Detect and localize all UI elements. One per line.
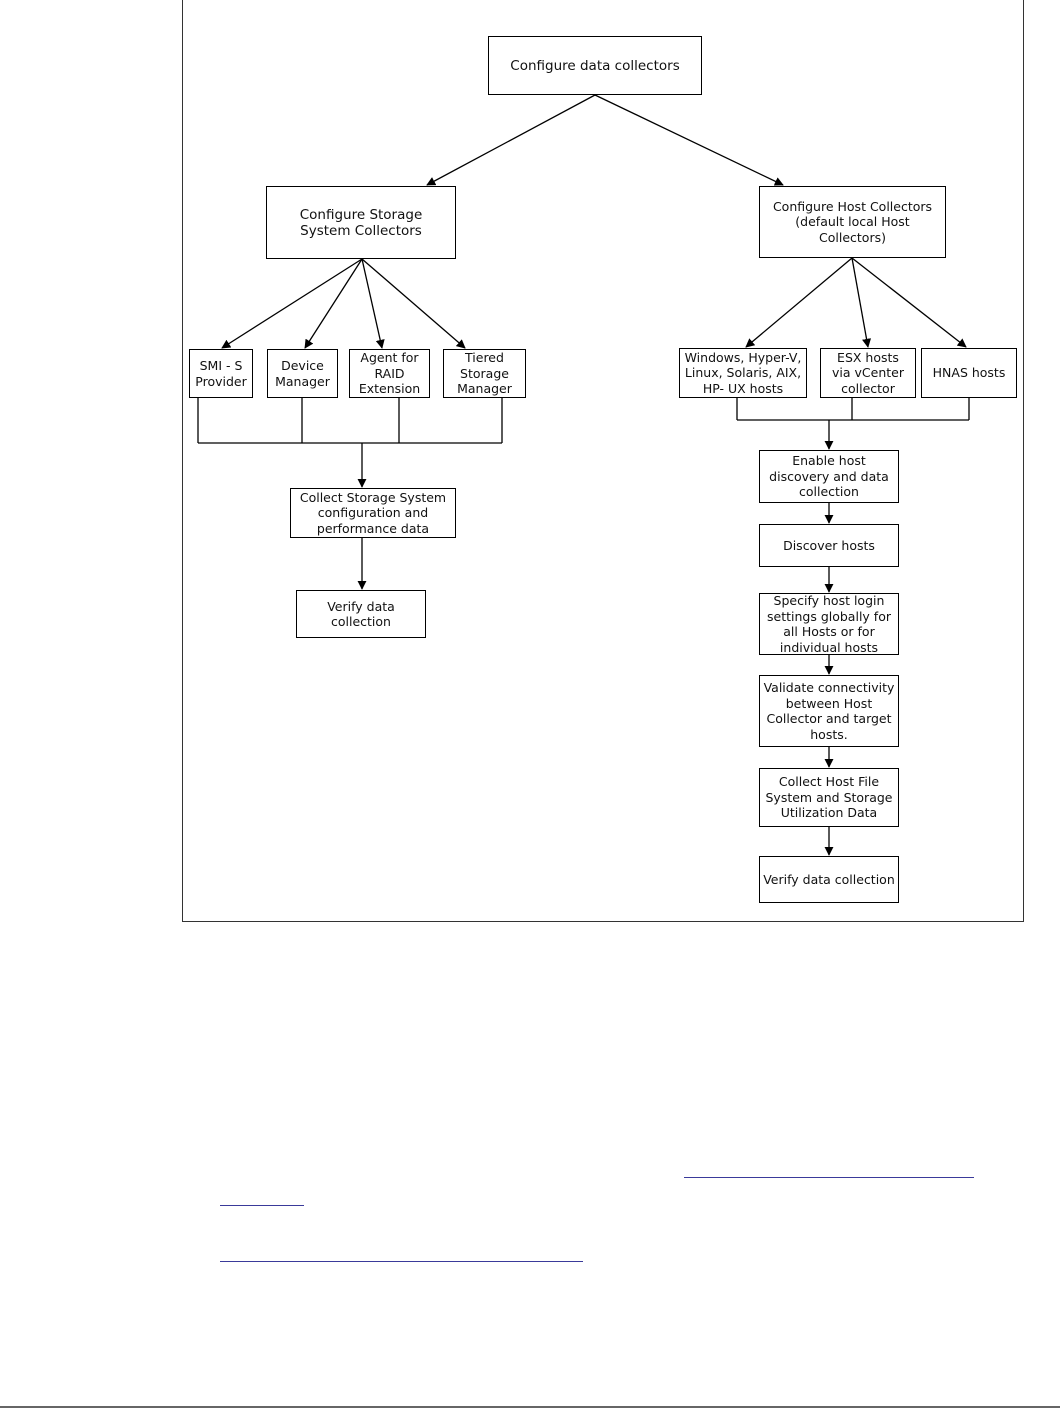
arrow-storage-to-device-manager [304,258,363,349]
hyperlink-underline-1[interactable] [684,1177,974,1178]
node-discover-hosts: Discover hosts [759,524,899,567]
node-smi-s-provider: SMI - S Provider [189,349,253,398]
node-verify-data-collection-storage: Verify data collection [296,590,426,638]
hyperlink-underline-2[interactable] [220,1205,304,1206]
node-configure-storage-system-collectors: Configure Storage System Collectors [266,186,456,259]
node-agent-raid-extension: Agent for RAID Extension [349,349,430,398]
node-enable-host-discovery: Enable host discovery and data collectio… [759,450,899,503]
node-collect-storage-system-data: Collect Storage System configuration and… [290,488,456,538]
page-bottom-rule [0,1406,1060,1408]
arrow-root-to-host [594,94,784,186]
hyperlink-underline-3[interactable] [220,1261,583,1262]
node-device-manager: Device Manager [267,349,338,398]
node-verify-data-collection-host: Verify data collection [759,856,899,903]
node-configure-data-collectors: Configure data collectors [488,36,702,95]
connector-layer [197,94,970,856]
node-esx-hosts: ESX hosts via vCenter collector [820,348,916,398]
node-windows-linux-hosts: Windows, Hyper-V, Linux, Solaris, AIX, H… [679,348,807,398]
node-specify-host-login: Specify host login settings globally for… [759,593,899,655]
diagram-frame [182,0,1024,922]
arrow-storage-to-smi [221,258,363,349]
node-configure-host-collectors: Configure Host Collectors (default local… [759,186,946,258]
node-validate-connectivity: Validate connectivity between Host Colle… [759,675,899,747]
node-collect-host-data: Collect Host File System and Storage Uti… [759,768,899,827]
arrow-host-to-windows [745,257,853,348]
node-hnas-hosts: HNAS hosts [921,348,1017,398]
arrow-host-to-esx [851,257,872,348]
arrow-host-to-hnas [851,257,967,348]
arrow-storage-to-agent [361,258,385,349]
arrow-storage-to-tiered [361,258,466,349]
node-tiered-storage-manager: Tiered Storage Manager [443,349,526,398]
arrow-root-to-storage [426,94,596,186]
